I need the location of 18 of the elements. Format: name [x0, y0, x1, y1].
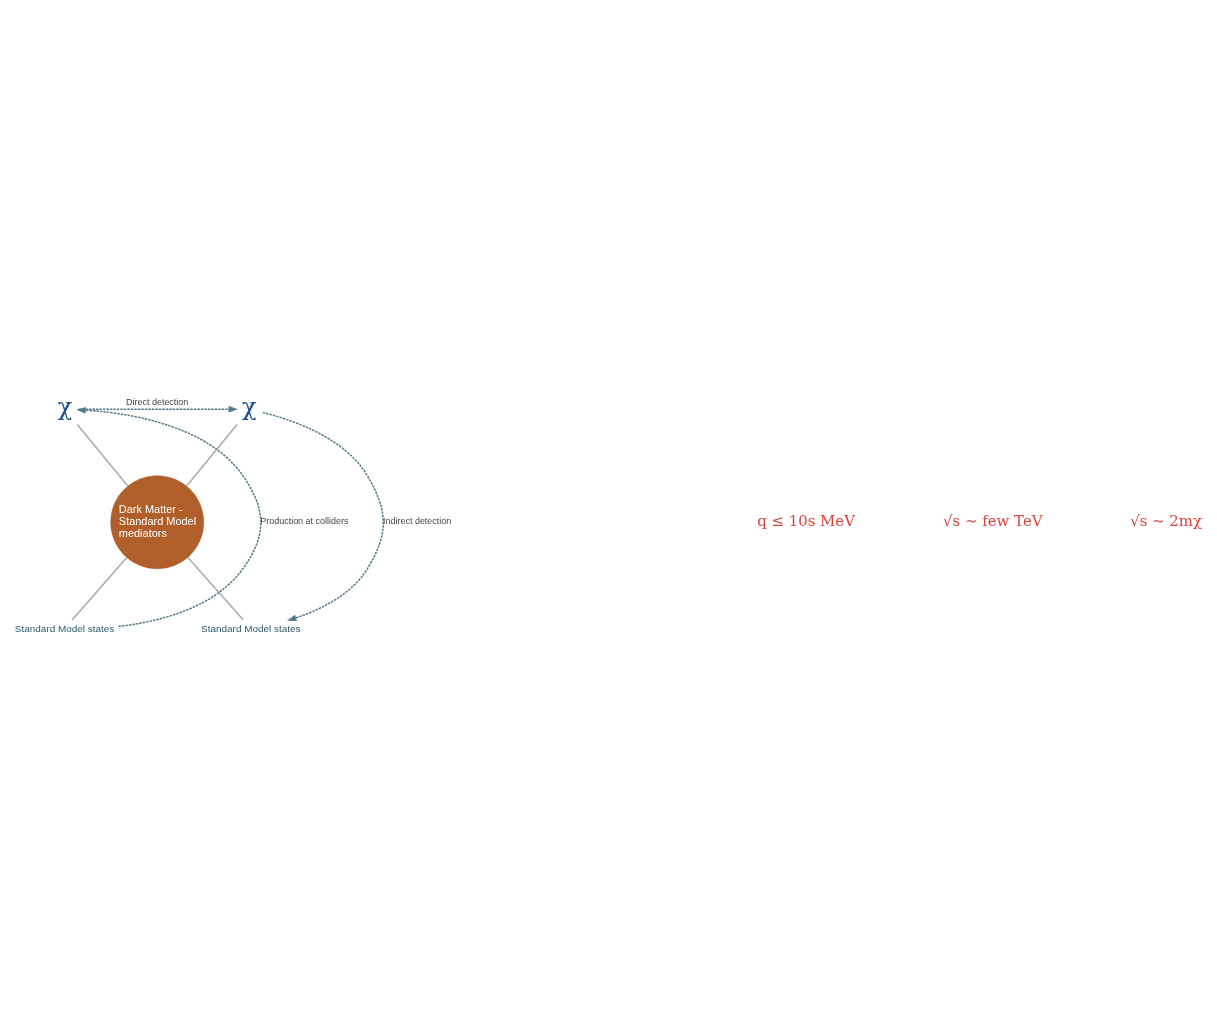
node-text: χ [242, 392, 257, 421]
label: √s ∼ 2mχ [1130, 511, 1203, 530]
node-text: Standard Model states [201, 622, 301, 634]
node-text: Standard Model states [14, 622, 115, 634]
arrow [76, 406, 262, 627]
edge-label: Direct detection [126, 396, 189, 407]
edge-label: Production at colliders [260, 515, 349, 526]
edge-label: Indirect detection [383, 515, 452, 526]
connector [76, 423, 129, 487]
connector [185, 423, 238, 487]
node-circle: Dark Matter - Standard Model mediators [110, 474, 204, 569]
node-text: χ [57, 392, 73, 421]
label: q ≤ 10s MeV [757, 511, 855, 530]
connector [71, 556, 128, 621]
connector [187, 556, 244, 621]
arrow [77, 405, 238, 412]
label: √s ∼ few TeV [943, 511, 1043, 530]
arrow [262, 411, 385, 621]
